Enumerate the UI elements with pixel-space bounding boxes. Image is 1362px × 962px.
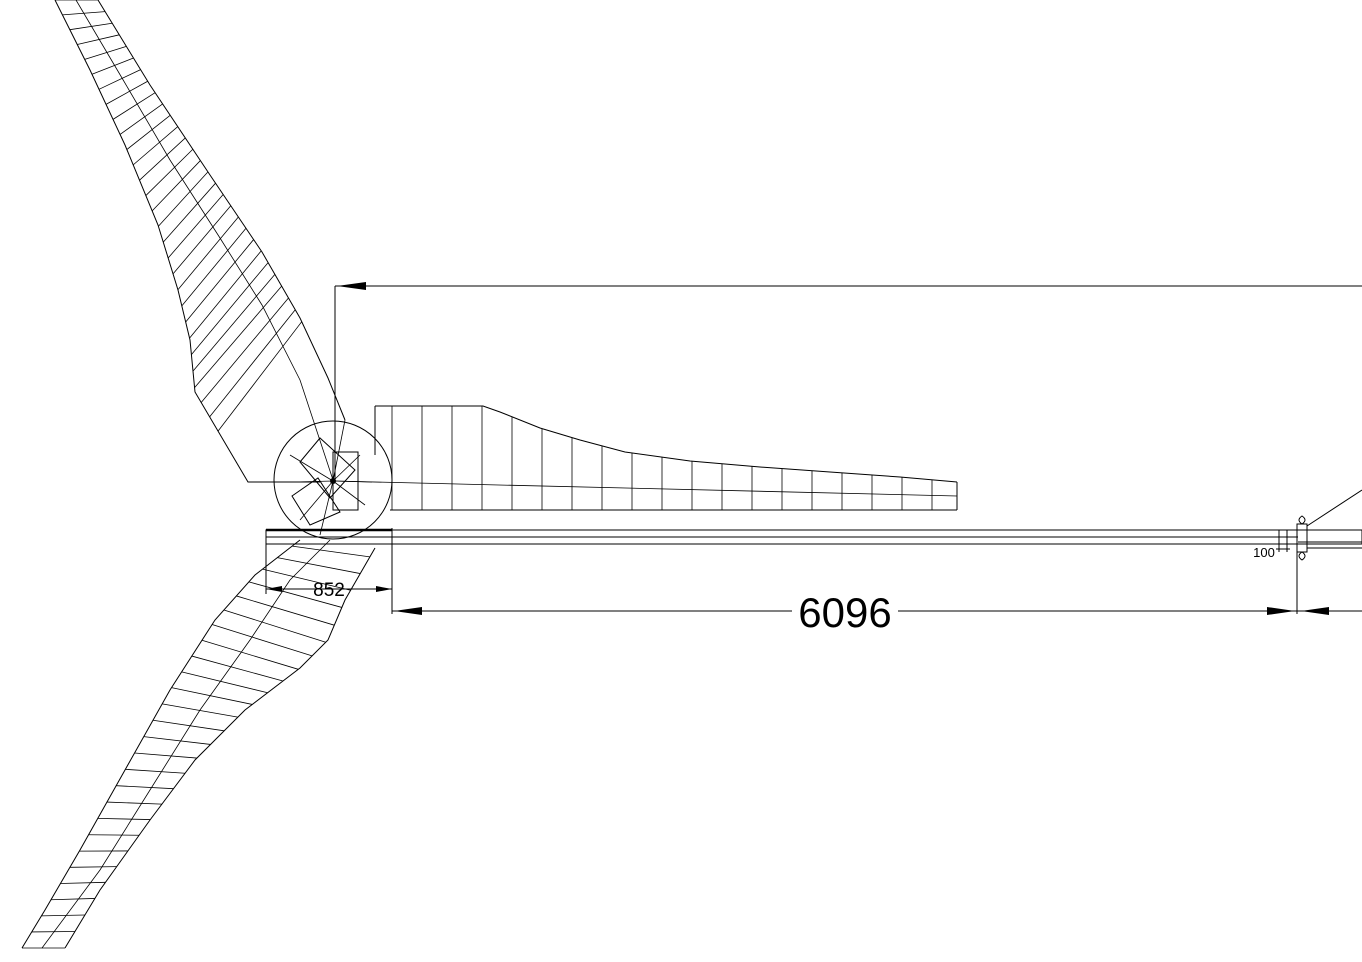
blade-upper-rib — [194, 285, 282, 388]
blade-lower-rib — [134, 752, 197, 759]
blade-lower-rib — [60, 881, 106, 884]
blade-lower-rib — [236, 595, 335, 626]
tower-boom — [265, 528, 1362, 546]
blade-lower-left — [21, 539, 376, 949]
dimension-6096-arrow-right — [1267, 607, 1295, 615]
blade-lower-rib — [211, 624, 313, 657]
blade-upper-rib — [177, 216, 239, 290]
blade-lower-rib — [277, 557, 361, 574]
blade-upper-rib — [209, 309, 296, 418]
blade-upper-rib — [112, 92, 156, 120]
blade-lower-rib — [50, 898, 95, 901]
blade-upper-outline-right — [97, 0, 346, 421]
blade-upper-left — [54, 0, 346, 483]
blade-upper-rib — [91, 57, 134, 75]
blade-lower-rib — [223, 609, 326, 643]
hub-spoke — [332, 480, 373, 483]
blade-upper-rib — [84, 46, 127, 60]
rotor-hub — [273, 419, 393, 540]
hub-spokes — [289, 419, 373, 536]
dimension-100-label: 100 — [1253, 545, 1275, 560]
blade-upper-rib — [77, 34, 120, 45]
blade-upper-rib — [105, 80, 148, 105]
tail-vane-edge — [1306, 489, 1362, 527]
dimension-6096-arrow-left — [394, 607, 422, 615]
blade-upper-rib — [98, 69, 141, 90]
blade-upper-ribs — [55, 0, 303, 432]
blade-lower-rib — [262, 568, 351, 591]
hub-circle — [273, 420, 393, 540]
blade-upper-rib — [139, 137, 186, 181]
dimension-852-arrow-left — [266, 586, 282, 592]
dimension-852-arrow-right — [376, 586, 392, 592]
blade-lower-outline-left — [21, 539, 301, 949]
blade-lower-rib — [69, 866, 117, 868]
blade-lower-rib — [201, 639, 299, 670]
blade-upper-rib — [119, 103, 163, 135]
hub-spoke — [332, 480, 366, 506]
dimension-flange-gap: 100 — [1253, 530, 1290, 560]
dimension-hub-offset: 852 — [265, 544, 393, 601]
blade-lower-centerline — [41, 539, 331, 949]
blade-horizontal-centerline — [332, 480, 958, 497]
blade-horizontal — [332, 405, 958, 511]
blade-upper-rib — [151, 160, 201, 212]
coupling-bolt-top — [1298, 515, 1306, 525]
blade-upper-rib — [162, 182, 216, 243]
blade-lower-rib — [106, 801, 162, 805]
blade-lower-rib — [181, 671, 268, 694]
blade-upper-rib — [158, 171, 209, 227]
blade-upper-rib — [191, 262, 269, 355]
boom-coupling — [1296, 489, 1362, 561]
hub-square-rotated — [299, 437, 356, 499]
blade-lower-rib — [41, 914, 85, 917]
blade-upper-rib — [172, 205, 232, 275]
hub-spoke — [299, 480, 334, 521]
blade-lower-outline-right — [64, 547, 376, 949]
blade-upper-rib — [185, 239, 254, 323]
blade-upper-rib — [69, 22, 113, 31]
coupling-bolt-bottom — [1298, 551, 1306, 561]
blade-lower-rib — [248, 581, 342, 608]
coupling-body — [1296, 523, 1308, 553]
blade-lower-rib — [143, 736, 211, 745]
blade-upper-rib — [217, 321, 303, 432]
blade-upper-outline-left — [54, 0, 320, 483]
blade-lower-rib — [152, 719, 225, 732]
blade-horizontal-ribs — [391, 406, 933, 510]
hub-spoke — [319, 480, 334, 536]
hub-spoke — [294, 480, 334, 483]
blade-lower-rib — [125, 768, 186, 774]
blade-upper-rib — [145, 148, 194, 196]
dimension-top — [334, 282, 1362, 480]
blade-upper-rib — [167, 194, 224, 259]
blade-upper-rib — [62, 11, 106, 16]
blade-lower-rib — [292, 545, 370, 558]
blade-lower-rib — [116, 785, 174, 790]
dimension-top-arrow — [337, 282, 366, 290]
blade-lower-ribs — [22, 545, 370, 949]
blade-lower-rib — [171, 687, 253, 705]
blade-upper-rib — [189, 250, 262, 339]
blade-upper-rib — [181, 228, 247, 307]
dimension-6096-label-bg — [792, 594, 898, 628]
blade-lower-rib — [191, 655, 284, 682]
dimension-852-label: 852 — [313, 580, 345, 601]
hub-spoke — [332, 454, 361, 482]
blade-upper-rib — [126, 114, 171, 150]
dimension-6096-label: 6096 — [798, 589, 891, 636]
blade-upper-rib — [192, 274, 276, 372]
blade-lower-rib — [97, 818, 151, 820]
dimension-tower-span: 6096 — [391, 546, 1362, 636]
blade-upper-rib — [200, 297, 289, 403]
blade-lower-rib — [162, 703, 238, 718]
hub-spoke — [289, 454, 334, 482]
blade-upper-rib — [132, 126, 179, 166]
dimension-next-arrow-left — [1301, 607, 1329, 615]
blade-horizontal-top-edge — [375, 405, 958, 483]
